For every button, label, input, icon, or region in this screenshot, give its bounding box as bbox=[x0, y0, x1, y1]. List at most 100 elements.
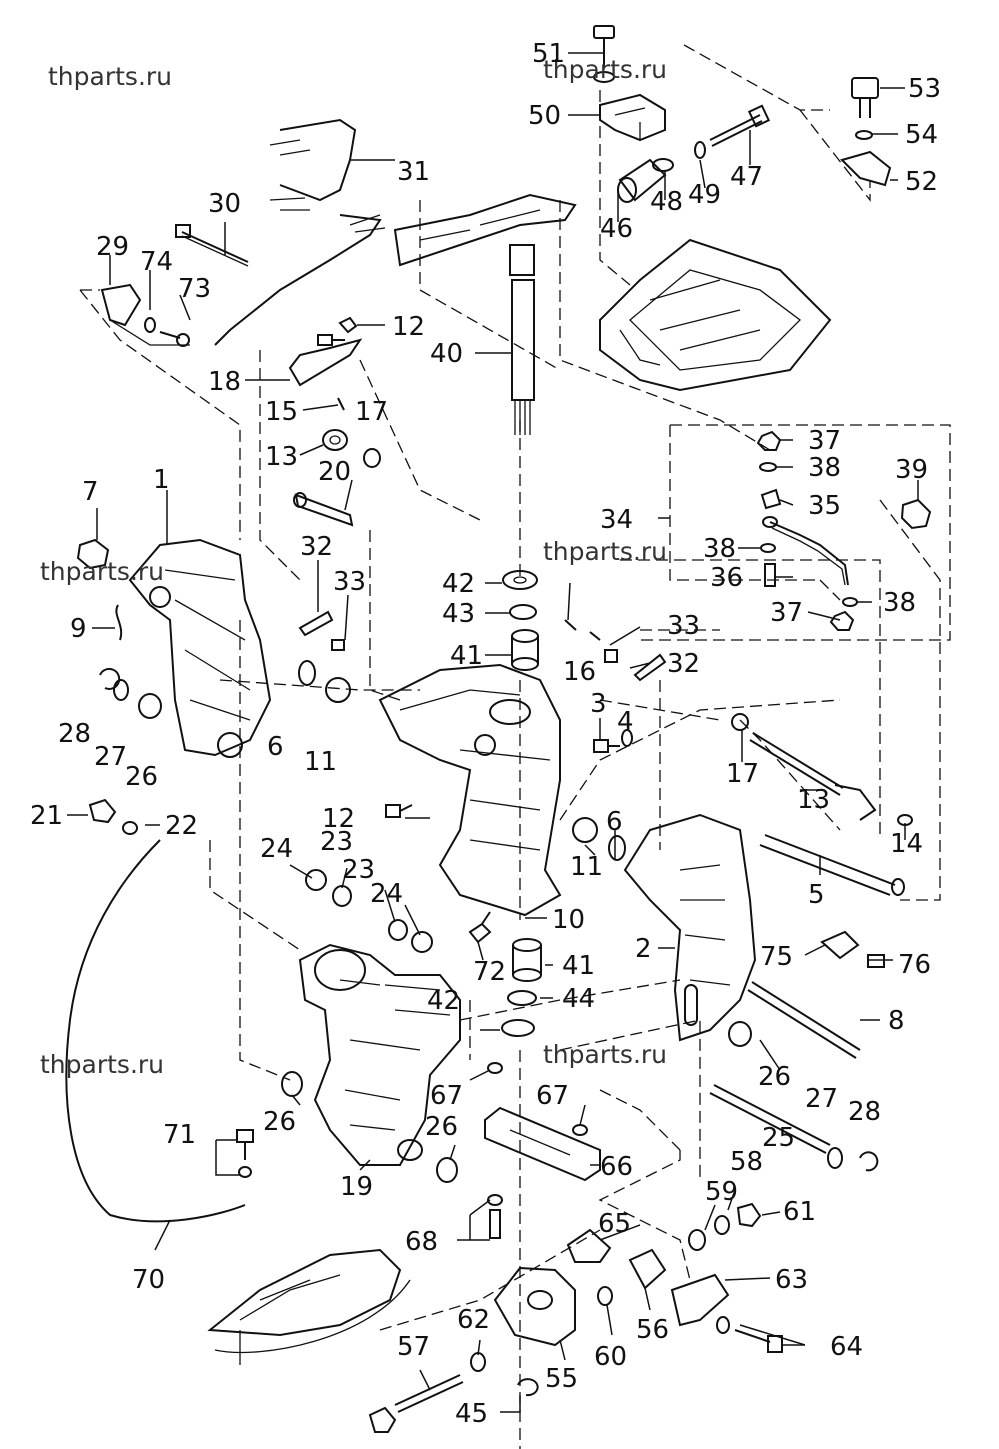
leader-lines bbox=[67, 52, 919, 1413]
callout-5: 5 bbox=[808, 880, 825, 910]
nut-61 bbox=[736, 1202, 762, 1228]
bushing-23-a bbox=[332, 885, 352, 907]
callout-15: 15 bbox=[265, 397, 298, 427]
ground-cable-70 bbox=[65, 839, 246, 1223]
swivel-plate-upper bbox=[599, 238, 832, 392]
bushing-24-b bbox=[411, 931, 433, 953]
bushing-26-right-upper bbox=[728, 1021, 752, 1047]
callout-34: 34 bbox=[600, 505, 633, 535]
stud-36 bbox=[764, 563, 776, 587]
watermark-5: thparts.ru bbox=[40, 1050, 164, 1079]
callout-23-b: 23 bbox=[342, 855, 375, 885]
callout-26-left-lower: 26 bbox=[263, 1107, 296, 1137]
screw-12-mid bbox=[385, 804, 413, 818]
callout-33-right: 33 bbox=[667, 611, 700, 641]
washer-38-mid bbox=[760, 543, 776, 553]
block-55 bbox=[493, 1266, 576, 1347]
callout-4: 4 bbox=[617, 707, 634, 737]
bracket-63 bbox=[670, 1273, 730, 1327]
callout-6-left: 6 bbox=[267, 732, 284, 762]
screw-76 bbox=[867, 954, 885, 968]
pin-9 bbox=[115, 604, 123, 641]
bolt-68 bbox=[487, 1194, 503, 1239]
bushing-17-top bbox=[363, 448, 381, 468]
callout-14: 14 bbox=[890, 829, 923, 859]
bolt-64 bbox=[716, 1316, 783, 1353]
washer-38-right bbox=[842, 597, 858, 607]
callout-12-mid: 12 bbox=[322, 804, 355, 834]
callout-27-left: 27 bbox=[94, 742, 127, 772]
callout-73: 73 bbox=[178, 274, 211, 304]
callout-39: 39 bbox=[895, 455, 928, 485]
callout-59: 59 bbox=[705, 1177, 738, 1207]
callout-53: 53 bbox=[908, 74, 941, 104]
washer-27-right bbox=[827, 1147, 843, 1169]
callout-32-left: 32 bbox=[300, 532, 333, 562]
clamp-bracket-50 bbox=[599, 93, 666, 142]
washer-44 bbox=[507, 990, 537, 1006]
washer-62 bbox=[470, 1352, 486, 1372]
callout-labels: 51 50 46 48 49 47 53 54 52 31 30 29 74 7… bbox=[30, 39, 941, 1429]
washer-27-left bbox=[113, 679, 129, 701]
callout-30: 30 bbox=[208, 189, 241, 219]
callout-75: 75 bbox=[760, 942, 793, 972]
callout-28-right: 28 bbox=[848, 1097, 881, 1127]
callout-19: 19 bbox=[340, 1172, 373, 1202]
callout-58: 58 bbox=[730, 1147, 763, 1177]
callout-10: 10 bbox=[552, 905, 585, 935]
callout-65: 65 bbox=[598, 1209, 631, 1239]
washer-22 bbox=[122, 821, 138, 835]
watermark-6: thparts.ru bbox=[543, 1040, 667, 1069]
screw-12-top bbox=[317, 334, 345, 346]
bushing-35 bbox=[760, 488, 782, 510]
callout-26-left: 26 bbox=[125, 762, 158, 792]
callout-74: 74 bbox=[140, 247, 173, 277]
shaft-13-right bbox=[749, 732, 877, 821]
bushing-17-right bbox=[731, 713, 749, 731]
callout-71: 71 bbox=[163, 1120, 196, 1150]
shaft-5 bbox=[759, 834, 905, 896]
callout-20: 20 bbox=[318, 457, 351, 487]
callout-25: 25 bbox=[762, 1123, 795, 1153]
bushing-11-right bbox=[572, 817, 598, 843]
callout-38-right: 38 bbox=[883, 588, 916, 618]
bracket-18 bbox=[288, 338, 363, 387]
clip-52 bbox=[840, 150, 892, 187]
callout-8: 8 bbox=[888, 1006, 905, 1036]
callout-6-right: 6 bbox=[606, 807, 623, 837]
shaft-25 bbox=[709, 1084, 831, 1154]
washer-67-right bbox=[572, 1124, 588, 1136]
callout-55: 55 bbox=[545, 1364, 578, 1394]
callout-51: 51 bbox=[532, 39, 565, 69]
callout-76: 76 bbox=[898, 950, 931, 980]
screw-33-right bbox=[604, 649, 618, 663]
callout-47: 47 bbox=[730, 162, 763, 192]
bushing-26-left-lower bbox=[281, 1071, 303, 1097]
bolt-47 bbox=[709, 104, 771, 147]
screw-73 bbox=[159, 331, 190, 347]
callout-42-bottom: 42 bbox=[427, 986, 460, 1016]
callout-45: 45 bbox=[455, 1399, 488, 1429]
bolt-3 bbox=[593, 739, 620, 753]
shaft-8 bbox=[747, 981, 861, 1059]
callout-43: 43 bbox=[442, 599, 475, 629]
nut-37-top bbox=[756, 430, 782, 451]
callout-26-center: 26 bbox=[425, 1112, 458, 1142]
callout-62: 62 bbox=[457, 1305, 490, 1335]
bushing-26-left bbox=[138, 693, 162, 719]
callout-70: 70 bbox=[132, 1265, 165, 1295]
pin-20 bbox=[293, 492, 354, 527]
callout-56: 56 bbox=[636, 1315, 669, 1345]
lower-bracket bbox=[207, 1248, 411, 1365]
nut-39 bbox=[900, 498, 932, 530]
callout-68: 68 bbox=[405, 1227, 438, 1257]
washer-49 bbox=[694, 141, 706, 159]
washer-6-left bbox=[298, 660, 316, 686]
clip-75 bbox=[820, 930, 860, 960]
callout-17-top: 17 bbox=[355, 397, 388, 427]
bolt-71 bbox=[236, 1129, 254, 1178]
bolt-57 bbox=[368, 1374, 464, 1433]
callout-41-bottom: 41 bbox=[562, 951, 595, 981]
